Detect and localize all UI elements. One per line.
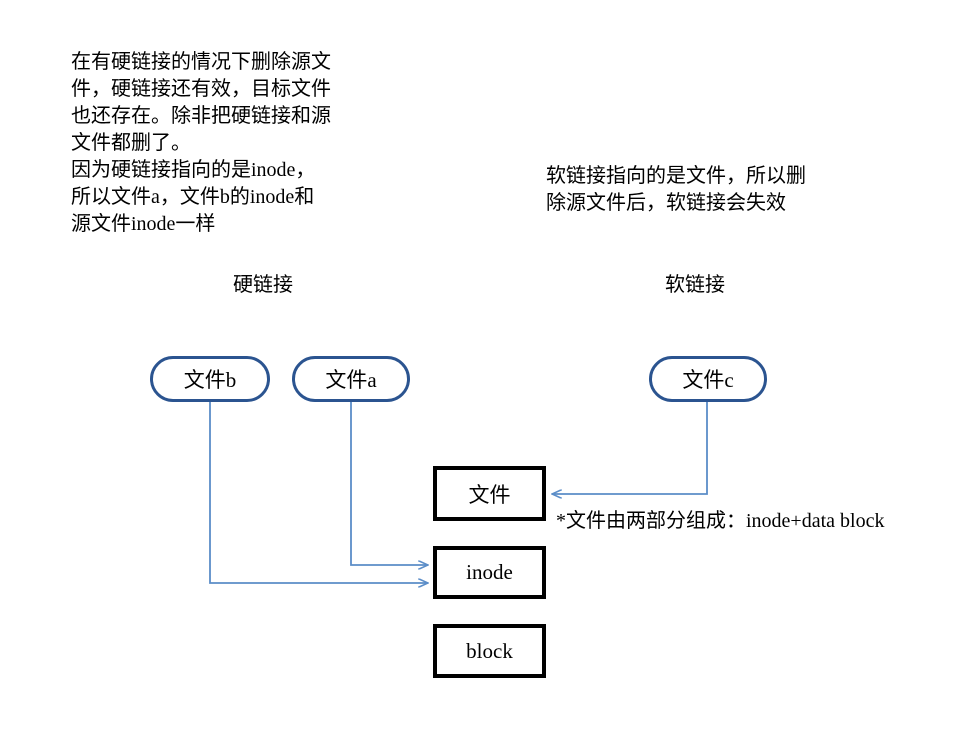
node-inode-label: inode <box>466 560 513 584</box>
node-file-c[interactable]: 文件c <box>649 356 767 402</box>
node-file-a-label: 文件a <box>325 368 377 392</box>
node-file-b[interactable]: 文件b <box>150 356 270 402</box>
hard-link-description-text: 在有硬链接的情况下删除源文 件，硬链接还有效，目标文件 也还存在。除非把硬链接和… <box>71 51 331 235</box>
footnote-text: *文件由两部分组成：inode+data block <box>556 510 885 532</box>
node-file-c-label: 文件c <box>682 368 734 392</box>
node-block-label: block <box>466 638 513 663</box>
node-block[interactable]: block <box>433 624 546 678</box>
node-file-b-label: 文件b <box>183 368 237 392</box>
connector-file-a-to-inode <box>350 402 428 565</box>
connector-file-b-to-inode <box>209 402 428 583</box>
node-wenjian-label: 文件 <box>468 482 511 507</box>
node-wenjian-file[interactable]: 文件 <box>433 466 546 521</box>
soft-link-section-title: 软链接 <box>665 274 725 296</box>
node-file-a[interactable]: 文件a <box>292 356 410 402</box>
soft-link-description-text: 软链接指向的是文件，所以删 除源文件后，软链接会失效 <box>546 165 806 214</box>
hard-link-section-title: 硬链接 <box>233 274 293 296</box>
node-inode[interactable]: inode <box>433 546 546 599</box>
connector-file-c-to-wenjian <box>552 402 708 494</box>
